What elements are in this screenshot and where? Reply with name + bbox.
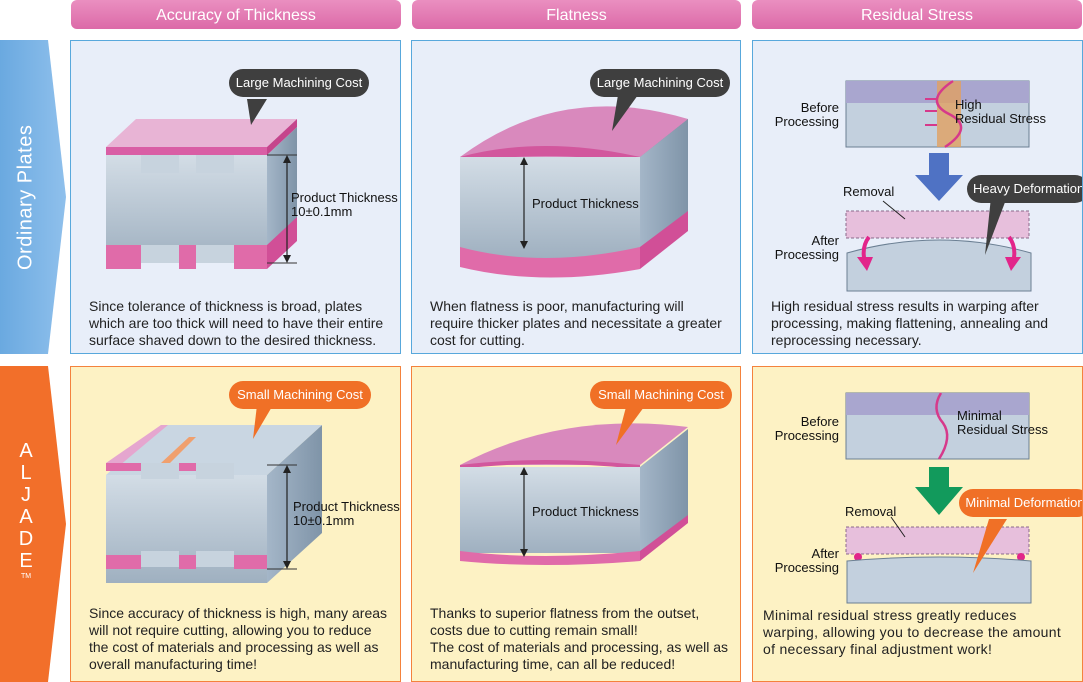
dimension-value: 10±0.1mm — [291, 204, 353, 219]
machining-cost-bubble: Small Machining Cost — [590, 381, 732, 409]
aljade-letter: A — [19, 506, 33, 528]
machining-cost-bubble: Large Machining Cost — [229, 69, 369, 97]
after-processing-label: After Processing — [774, 233, 839, 262]
panel-caption: Minimal residual stress greatly reduces … — [763, 607, 1062, 657]
residual-stress-illustration — [845, 79, 1032, 292]
dimension-value: 10±0.1mm — [293, 513, 355, 528]
residual-stress-illustration — [845, 392, 1032, 604]
panel-ordinary-stress: Before Processing High Residual Stress R… — [752, 40, 1083, 354]
plate-block-illustration — [106, 405, 322, 583]
panel-caption: Since tolerance of thickness is broad, p… — [89, 298, 384, 348]
header-residual-stress: Residual Stress — [752, 0, 1082, 29]
before-processing-label: Before Processing — [774, 414, 839, 443]
panel-ordinary-flatness: Large Machining Cost Product Thickness W… — [411, 40, 741, 354]
deformation-bubble: Minimal Deformation — [959, 489, 1082, 517]
header-flatness: Flatness — [412, 0, 741, 29]
dimension-label: Product Thickness — [291, 190, 398, 205]
plate-block-illustration — [460, 407, 688, 565]
panel-ordinary-thickness: Large Machining Cost Product Thickness 1… — [70, 40, 401, 354]
row-label-aljade: A L J A D E TM — [0, 440, 52, 581]
machining-cost-bubble: Small Machining Cost — [229, 381, 371, 409]
plate-block-illustration — [460, 95, 688, 278]
panel-aljade-flatness: Small Machining Cost Product Thickness T… — [411, 366, 741, 682]
residual-stress-label: High Residual Stress — [955, 97, 1047, 126]
panel-caption: High residual stress results in warping … — [771, 298, 1049, 348]
trademark-mark: TM — [20, 573, 32, 580]
removal-label: Removal — [845, 504, 897, 519]
header-accuracy-of-thickness: Accuracy of Thickness — [71, 0, 401, 29]
before-processing-label: Before Processing — [774, 100, 839, 129]
panel-caption: Since accuracy of thickness is high, man… — [89, 605, 388, 672]
dimension-label: Product Thickness — [293, 499, 400, 514]
dimension-label: Product Thickness — [532, 196, 639, 211]
banner-arrow-shape — [0, 366, 66, 682]
aljade-letter: E — [19, 550, 33, 572]
panel-caption: Thanks to superior flatness from the out… — [430, 605, 729, 672]
dimension-label: Product Thickness — [532, 504, 639, 519]
panel-aljade-stress: Before Processing Minimal Residual Stres… — [752, 366, 1083, 682]
panel-caption: When flatness is poor, manufacturing wil… — [430, 298, 722, 348]
aljade-letter: L — [20, 462, 32, 484]
row-label-ordinary-plates: Ordinary Plates — [14, 124, 37, 270]
machining-cost-bubble: Large Machining Cost — [590, 69, 730, 97]
residual-stress-label: Minimal Residual Stress — [957, 408, 1049, 437]
deformation-bubble: Heavy Deformation — [967, 175, 1082, 203]
after-processing-label: After Processing — [774, 546, 839, 575]
removal-label: Removal — [843, 184, 895, 199]
aljade-letter: J — [21, 484, 31, 506]
panel-aljade-thickness: Small Machining Cost Product Thickness 1… — [70, 366, 401, 682]
row-banner-ordinary: Ordinary Plates — [0, 40, 68, 354]
plate-block-illustration — [106, 99, 297, 269]
aljade-letter: D — [18, 528, 34, 550]
row-banner-aljade: A L J A D E TM — [0, 366, 68, 682]
banner-arrow-shape — [0, 40, 66, 354]
aljade-letter: A — [19, 440, 33, 462]
